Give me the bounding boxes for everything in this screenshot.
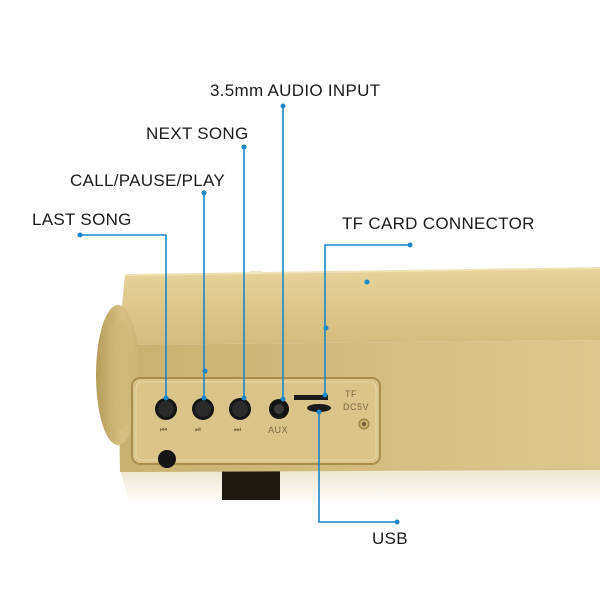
svg-text:⏯: ⏯ — [195, 425, 201, 434]
usb-port — [307, 404, 331, 412]
svg-text:⏭: ⏭ — [234, 425, 241, 434]
label-next-song: NEXT SONG — [146, 124, 249, 143]
label-tf-card: TF CARD CONNECTOR — [342, 214, 535, 233]
speaker-top — [118, 268, 600, 345]
leader-lines — [80, 106, 410, 523]
aux-jack — [269, 399, 289, 419]
svg-text:⏮: ⏮ — [160, 425, 167, 434]
call-pause-play-button — [192, 398, 214, 420]
last-song-button — [155, 398, 177, 420]
body-jack — [158, 450, 176, 468]
leader-dots — [77, 103, 413, 525]
floor-reflection — [120, 470, 600, 505]
panel-text-aux: AUX — [268, 425, 289, 435]
leader-tf-card — [324, 244, 410, 395]
label-audio-input: 3.5mm AUDIO INPUT — [210, 81, 381, 100]
panel-text-dc5v: DC5V — [343, 402, 370, 412]
panel-text-tf: TF — [345, 389, 357, 399]
leader-usb — [318, 412, 397, 523]
tf-card-slot — [294, 395, 328, 400]
label-call-pause-play: CALL/PAUSE/PLAY — [70, 171, 226, 190]
label-last-song: LAST SONG — [32, 210, 132, 229]
next-song-button — [229, 398, 251, 420]
leader-last-song — [80, 234, 167, 398]
brand-logo — [250, 271, 262, 274]
label-usb: USB — [372, 529, 408, 548]
